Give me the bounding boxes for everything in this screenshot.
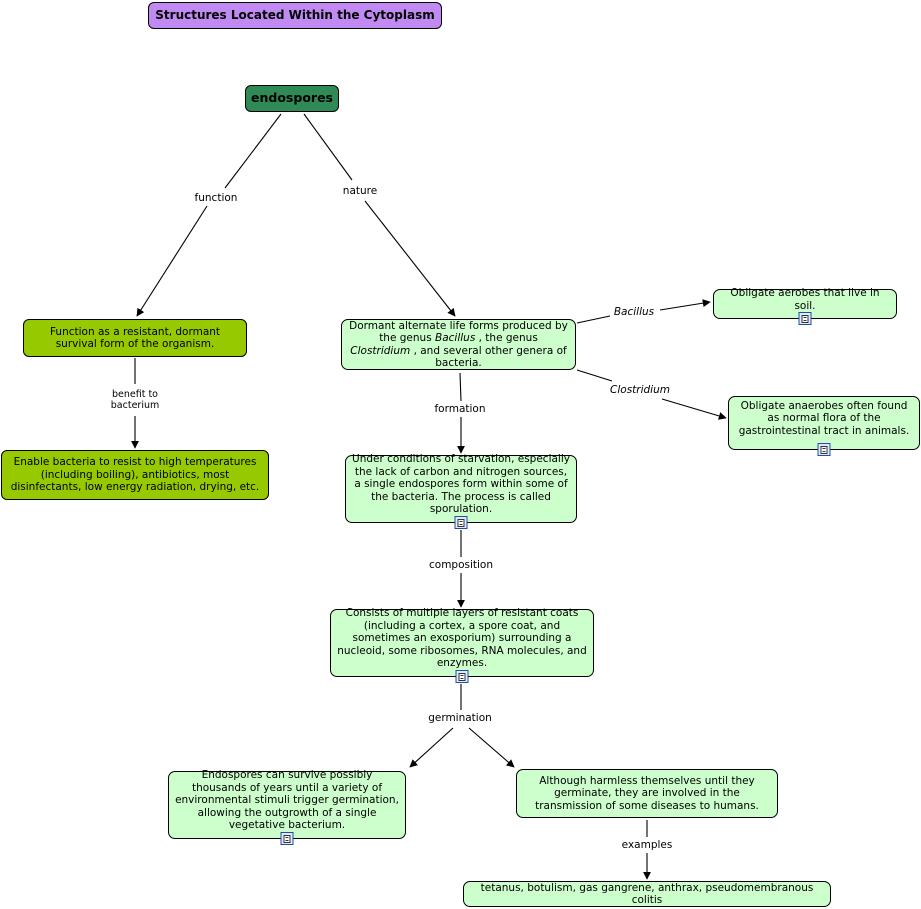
edge-bacillus-left	[576, 315, 611, 324]
node-nature-bacillus: Bacillus	[435, 332, 476, 344]
edge-germination-right	[468, 727, 515, 768]
node-nature-text-pre: Dormant alternate life forms produced by…	[349, 319, 568, 345]
edge-function-lower	[136, 205, 208, 317]
link-label-benefit: benefit to bacterium	[109, 389, 161, 411]
document-icon[interactable]	[798, 312, 812, 325]
node-diseases[interactable]: tetanus, botulism, gas gangrene, anthrax…	[463, 881, 831, 907]
node-nature[interactable]: Dormant alternate life forms produced by…	[341, 319, 576, 370]
node-nature-clostridium: Clostridium	[350, 344, 411, 357]
node-nature-text: Dormant alternate life forms produced by…	[348, 320, 569, 370]
edge-clostridium-left	[576, 369, 613, 382]
map-title: Structures Located Within the Cytoplasm	[148, 2, 442, 29]
node-harmless[interactable]: Although harmless themselves until they …	[516, 769, 778, 818]
node-function[interactable]: Function as a resistant, dormant surviva…	[23, 319, 247, 357]
node-composition[interactable]: Consists of multiple layers of resistant…	[330, 607, 594, 683]
document-icon[interactable]	[280, 832, 294, 845]
edge-function-upper	[224, 113, 282, 189]
link-label-benefit-line1: benefit to	[111, 389, 158, 400]
link-label-composition: composition	[427, 558, 495, 572]
node-formation[interactable]: Under conditions of starvation, especial…	[345, 453, 577, 529]
node-formation-text: Under conditions of starvation, especial…	[352, 453, 570, 516]
document-icon[interactable]	[454, 516, 468, 529]
document-icon[interactable]	[817, 443, 831, 456]
link-label-formation: formation	[433, 402, 487, 416]
link-label-nature: nature	[341, 184, 379, 198]
node-nature-text-mid: , the genus	[475, 332, 538, 344]
edge-clostridium-right	[661, 398, 727, 420]
node-survive[interactable]: Endospores can survive possibly thousand…	[168, 769, 406, 845]
node-composition-text: Consists of multiple layers of resistant…	[337, 607, 587, 670]
link-label-examples: examples	[620, 838, 674, 852]
link-label-bacillus: Bacillus	[612, 305, 656, 319]
edge-nature-lower	[364, 200, 456, 317]
edge-nature-upper	[303, 113, 353, 181]
link-label-clostridium: Clostridium	[609, 383, 671, 397]
node-endospores[interactable]: endospores	[245, 85, 339, 112]
link-label-germination: germination	[427, 711, 493, 725]
edge-bacillus-right	[659, 299, 711, 311]
link-label-benefit-line2: bacterium	[110, 400, 160, 411]
node-aerobes-text: Obligate aerobes that live in soil.	[730, 287, 880, 312]
node-aerobes[interactable]: Obligate aerobes that live in soil.	[713, 287, 897, 325]
document-icon[interactable]	[455, 670, 469, 683]
node-benefit[interactable]: Enable bacteria to resist to high temper…	[1, 450, 269, 500]
node-nature-text-post: , and several other genera of bacteria.	[410, 344, 567, 370]
edge-formation-upper	[459, 372, 462, 402]
node-survive-text: Endospores can survive possibly thousand…	[175, 769, 399, 832]
node-anaerobes-text: Obligate anaerobes often found as normal…	[738, 399, 910, 437]
edge-germination-left	[409, 727, 454, 768]
node-anaerobes[interactable]: Obligate anaerobes often found as normal…	[728, 396, 920, 456]
link-label-function: function	[193, 191, 239, 205]
